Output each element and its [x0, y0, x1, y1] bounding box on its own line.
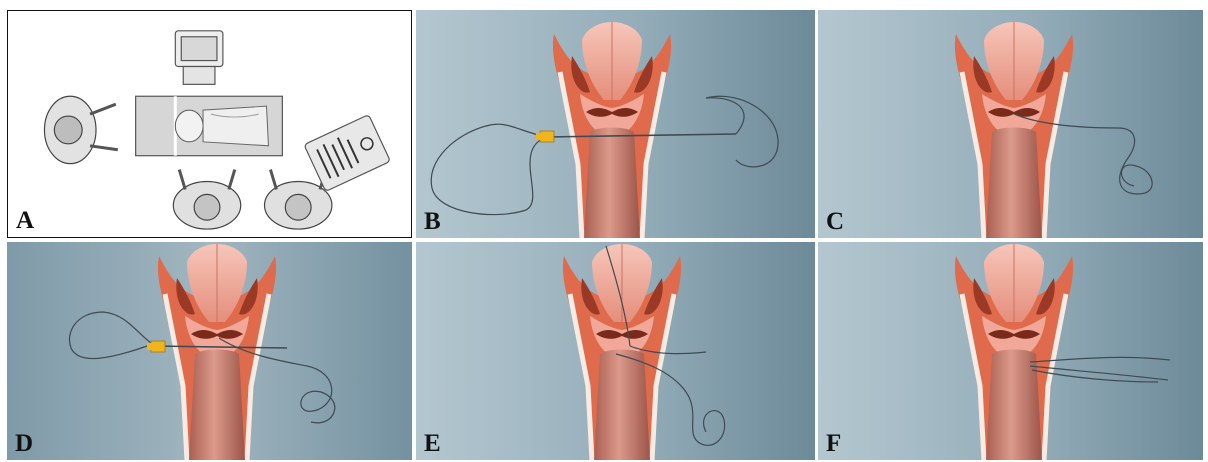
- panel-label-a: A: [16, 208, 34, 233]
- operating-table: [136, 96, 283, 155]
- panel-e: E: [416, 242, 815, 460]
- surgeon-figure-bottom-left: [173, 170, 240, 229]
- larynx-illustration-e: [416, 242, 815, 460]
- panel-c: C: [818, 10, 1203, 238]
- larynx-illustration-b: [416, 10, 815, 238]
- panel-d: D: [7, 242, 412, 460]
- operating-room-illustration: [8, 11, 411, 237]
- instrument-tray: [304, 115, 390, 192]
- panel-label-b: B: [424, 209, 441, 234]
- larynx-illustration-d: [7, 242, 412, 460]
- panel-label-d: D: [15, 431, 33, 456]
- surgeon-figure-left: [44, 96, 117, 163]
- larynx-illustration-c: [818, 10, 1203, 238]
- panel-label-f: F: [826, 431, 841, 456]
- panel-a: A: [7, 10, 412, 238]
- larynx-illustration-f: [818, 242, 1203, 460]
- panel-label-e: E: [424, 431, 441, 456]
- panel-b: B: [416, 10, 815, 238]
- panel-f: F: [818, 242, 1203, 460]
- monitor-icon: [175, 31, 223, 85]
- panel-label-c: C: [826, 209, 844, 234]
